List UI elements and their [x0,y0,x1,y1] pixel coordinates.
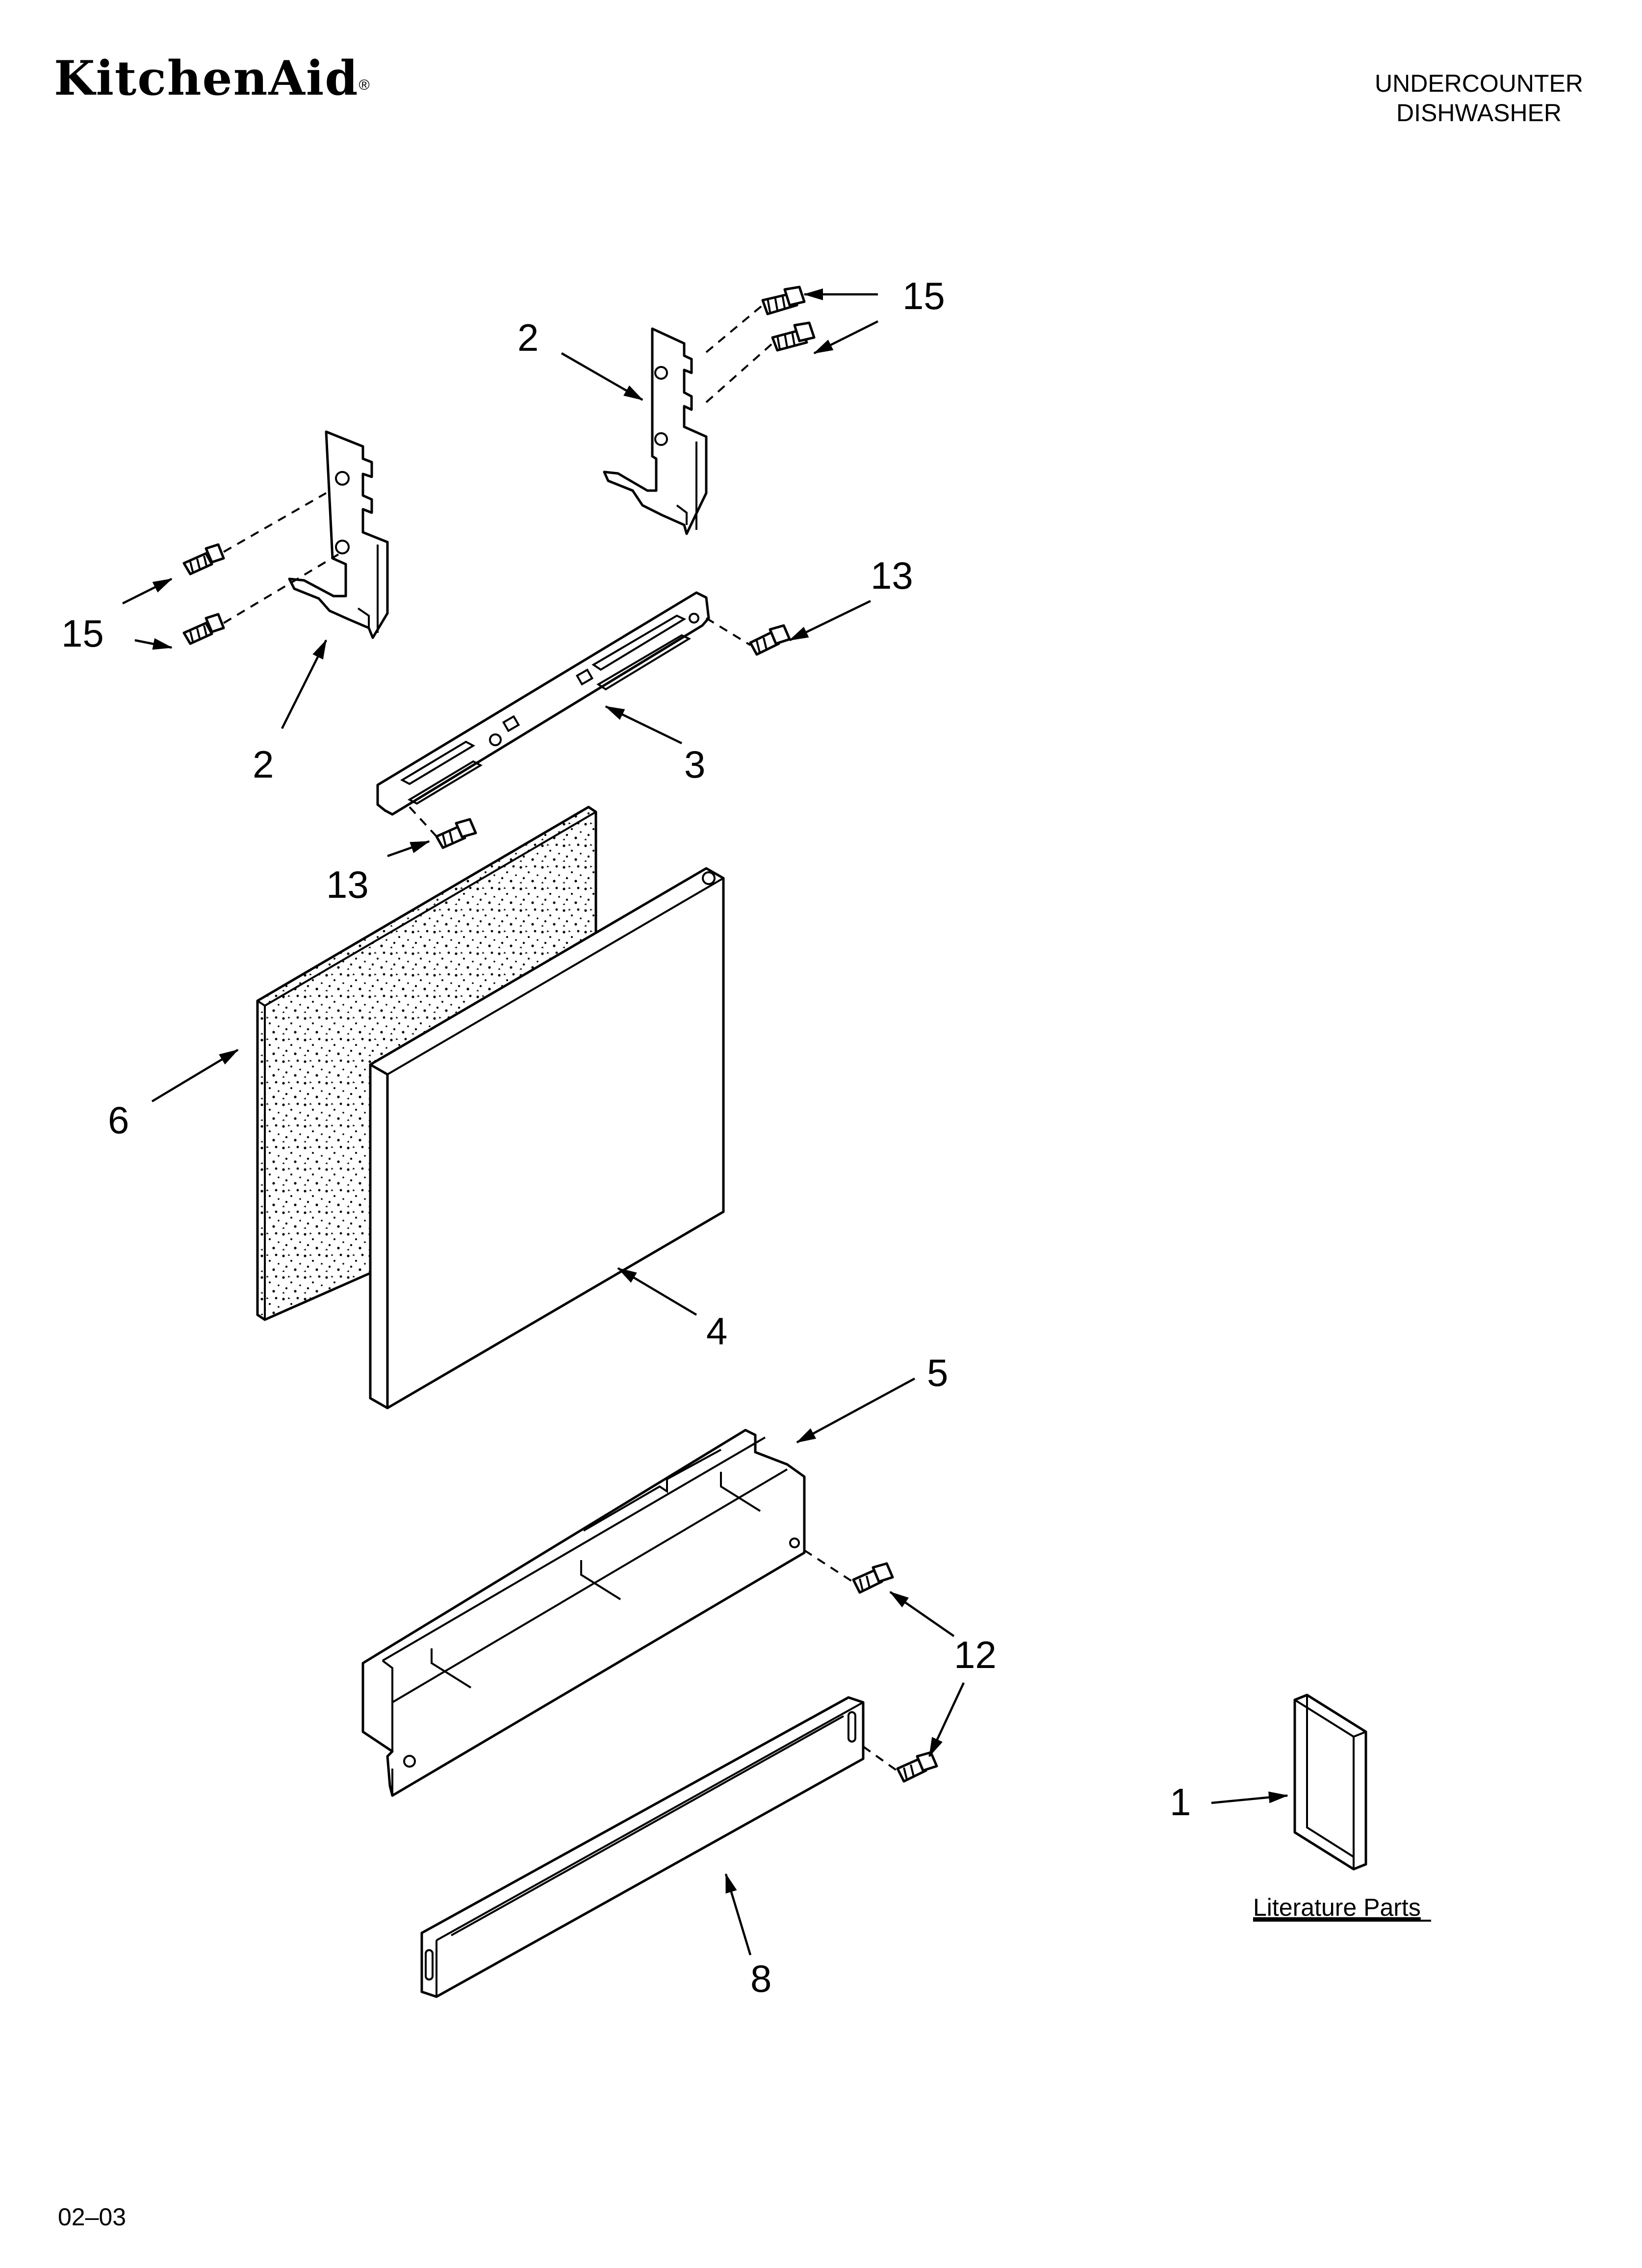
callout-15-top: 15 [902,274,945,317]
screw-12-upper [852,1562,894,1594]
dashline-12-upper [803,1549,854,1583]
leader-15-left-b [134,638,173,650]
screw-12-lower [896,1751,938,1783]
leader-13-left [387,840,430,858]
dashline-15-upper-a [705,304,764,353]
leader-12-a [889,1591,955,1637]
leader-1 [1211,1791,1288,1804]
product-title-line2: DISHWASHER [1396,99,1562,127]
leader-5 [796,1378,916,1443]
leader-13-right [789,600,871,642]
dashline-15-left-a [223,492,327,553]
leader-2-top [561,352,643,401]
callout-6: 6 [108,1098,129,1142]
leader-8 [724,1873,752,1955]
literature-book [1293,1694,1367,1871]
registered-mark: ® [359,77,370,93]
product-title: UNDERCOUNTER DISHWASHER [1375,69,1583,128]
toe-kick-bracket [361,1429,806,1797]
screw-13-right [749,624,791,656]
leader-6 [151,1049,239,1102]
leader-3 [605,705,682,745]
screw-13-left [435,818,477,849]
leader-4 [617,1267,697,1316]
kickplate [420,1696,865,1998]
support-bar [376,591,710,816]
callout-2-top: 2 [517,316,539,359]
screw-15-upper-a [761,286,806,315]
product-title-line1: UNDERCOUNTER [1375,70,1583,97]
callout-2-left: 2 [253,743,274,786]
leader-2-left [281,639,328,730]
dashline-13-left [409,806,437,837]
callout-1: 1 [1170,1780,1191,1824]
callout-12: 12 [954,1633,997,1676]
hinge-bracket-upper [603,327,708,535]
dashline-13-right [705,617,751,646]
callout-3: 3 [684,743,705,786]
dashline-15-upper-b [705,342,773,403]
brand-wordmark: KitchenAid [54,51,359,106]
leader-15-left-a [122,577,173,605]
screw-15-left-b [182,613,225,645]
screw-15-left-a [182,543,225,575]
callout-4: 4 [706,1309,727,1353]
hinge-bracket-left [288,430,389,639]
literature-parts-label: Literature Parts [1253,1894,1421,1921]
leader-12-b [928,1682,965,1757]
dashline-15-left-b [223,553,339,624]
callout-13-right: 13 [871,554,913,597]
dashline-12-lower [862,1746,898,1772]
callout-5: 5 [927,1351,948,1394]
callout-8: 8 [750,1957,771,2000]
leader-15-top-b [813,320,879,355]
revision-code: 02–03 [58,2203,127,2231]
callout-15-left: 15 [61,612,104,655]
callout-13-left: 13 [326,863,369,906]
door-panel [369,867,725,1409]
brand-logo: KitchenAid® [54,52,461,105]
screw-15-upper-b [771,321,816,352]
